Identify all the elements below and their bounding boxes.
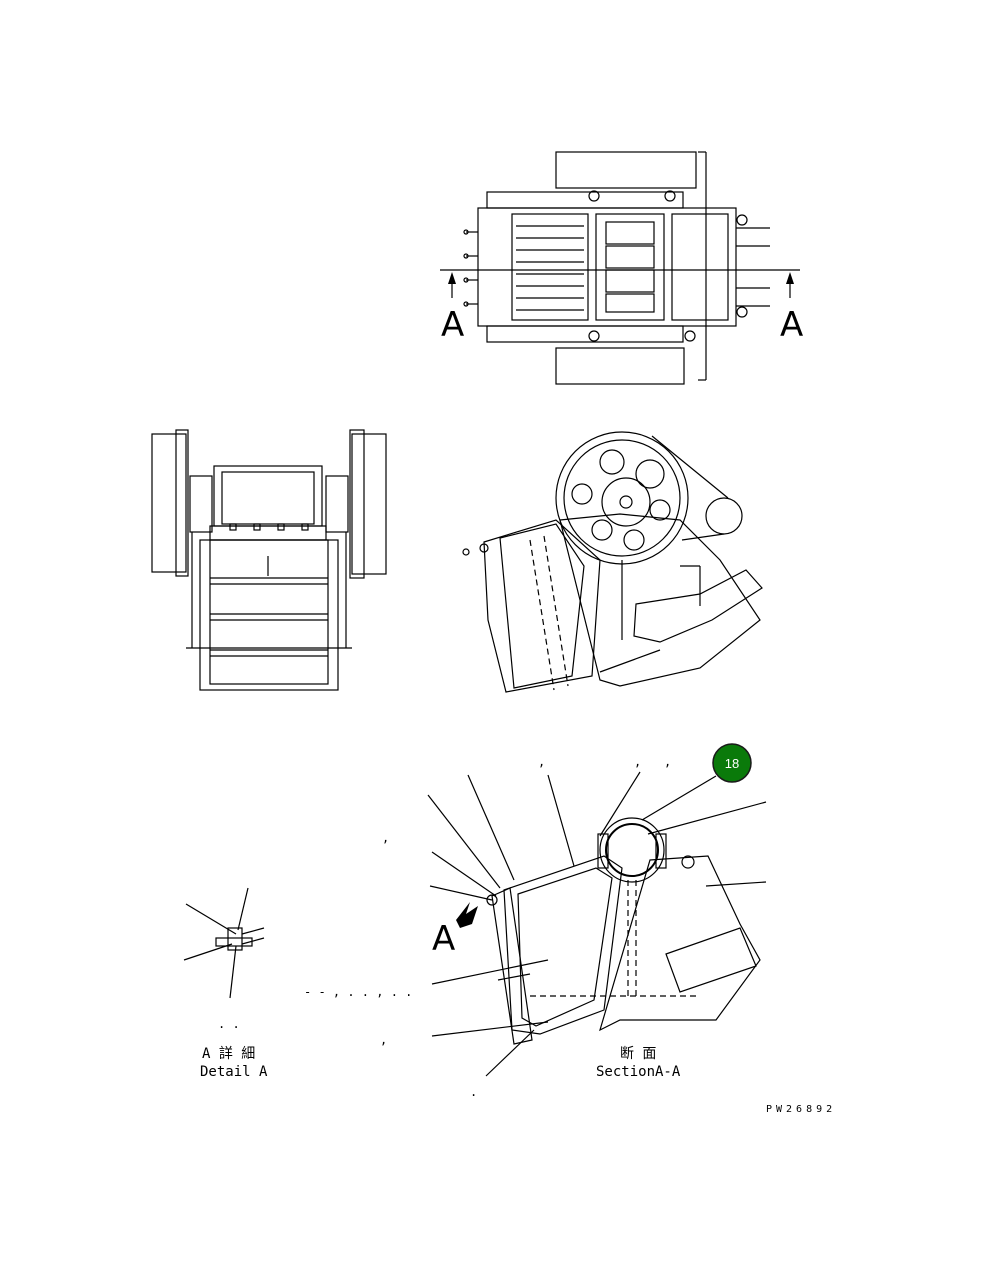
stray-mark-2: , [634, 755, 641, 769]
section-mark-right: A [780, 305, 803, 345]
section-mark-left: A [441, 305, 464, 345]
section-title-jp: 断 面 [620, 1046, 656, 1062]
side-view [462, 431, 763, 693]
stray-mark-4: , [382, 831, 389, 845]
drawing-number: PW26892 [766, 1104, 836, 1115]
callout-18-badge[interactable]: 18 [712, 743, 752, 783]
detail-title-jp: A 詳 細 [202, 1046, 255, 1062]
view-arrow-label: A [432, 919, 455, 959]
detail-stray-mark: . . [218, 1017, 240, 1031]
callout-18-label[interactable]: 18 [725, 756, 739, 771]
stray-mark-1: , [538, 755, 545, 769]
section-title-en: SectionA-A [596, 1064, 681, 1080]
stray-mark-7: . [470, 1085, 477, 1099]
stray-mark-3: , [664, 755, 671, 769]
detail-a-view: . . A 詳 細 Detail A [183, 887, 268, 1080]
stray-mark-6: - - , . . , . . [304, 985, 412, 999]
section-a-a-view: A 18 , , , , , - - , . . , . . . 断 面 Sec… [304, 743, 767, 1099]
detail-title-en: Detail A [200, 1064, 268, 1080]
callout-18-circle[interactable] [713, 744, 751, 782]
top-view: A A [440, 151, 803, 385]
stray-mark-5: , [380, 1033, 387, 1047]
front-view [151, 429, 387, 691]
